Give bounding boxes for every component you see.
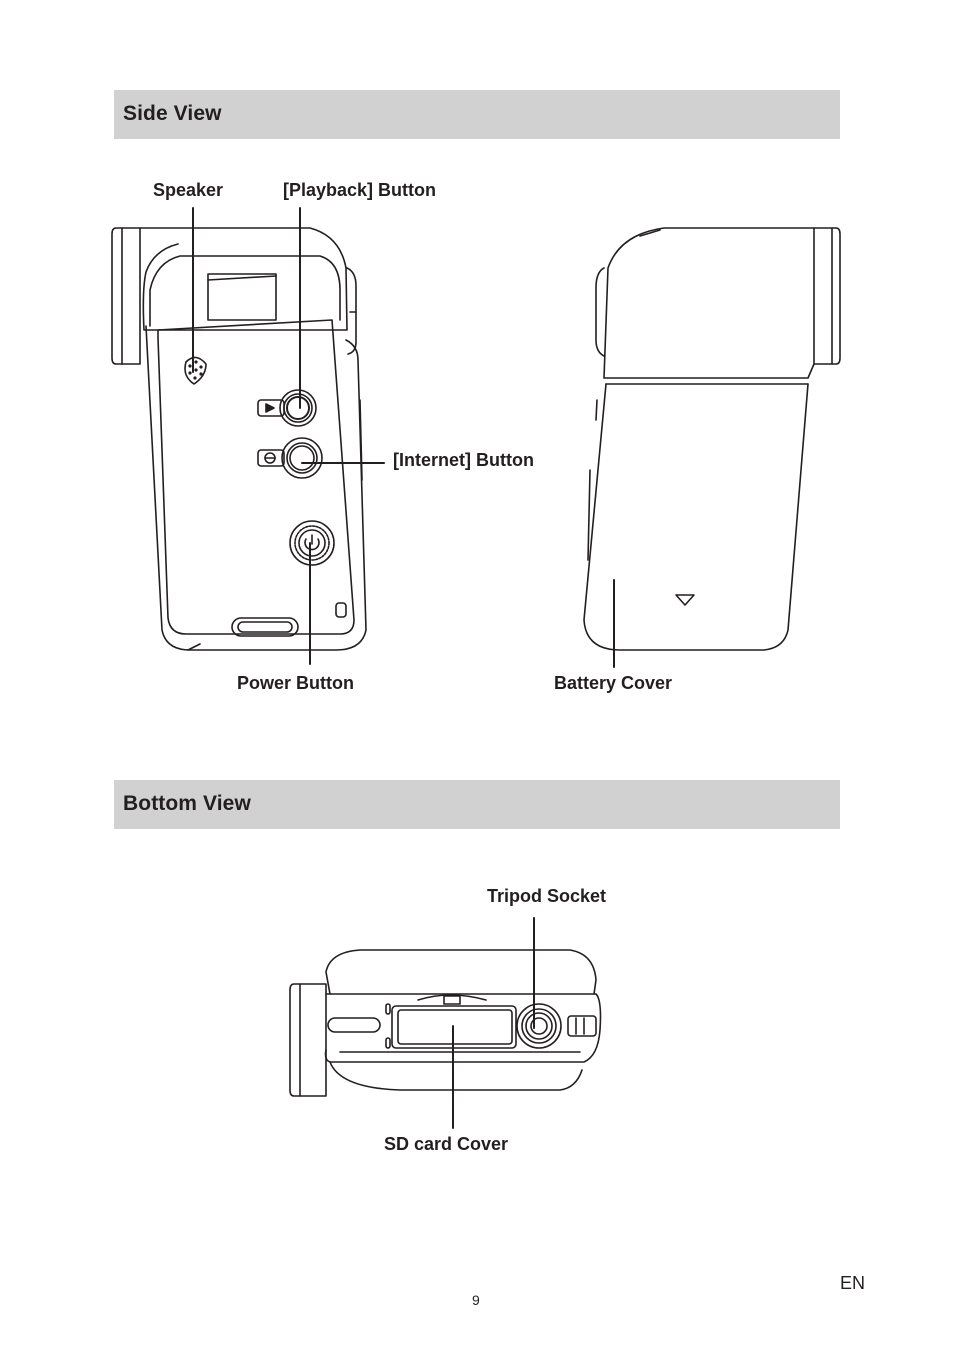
camera-side-right-illustration [583, 227, 841, 651]
camera-side-left-illustration [111, 227, 367, 651]
section-header-side-view: Side View [114, 90, 840, 139]
speaker-label: Speaker [153, 180, 224, 200]
tripod-socket-label: Tripod Socket [487, 886, 607, 906]
page-number: 9 [472, 1292, 480, 1308]
sd-card-cover-label: SD card Cover [384, 1134, 509, 1154]
section-title-side-view: Side View [123, 102, 222, 125]
battery-cover-label: Battery Cover [554, 673, 673, 693]
internet-button-label: [Internet] Button [393, 450, 534, 470]
camera-bottom-illustration [289, 949, 602, 1097]
section-header-bottom-view: Bottom View [114, 780, 840, 829]
power-button-label: Power Button [237, 673, 354, 693]
playback-button-label: [Playback] Button [283, 180, 437, 200]
language-code: EN [840, 1273, 866, 1293]
section-title-bottom-view: Bottom View [123, 792, 251, 815]
callout-lines [192, 207, 615, 1129]
